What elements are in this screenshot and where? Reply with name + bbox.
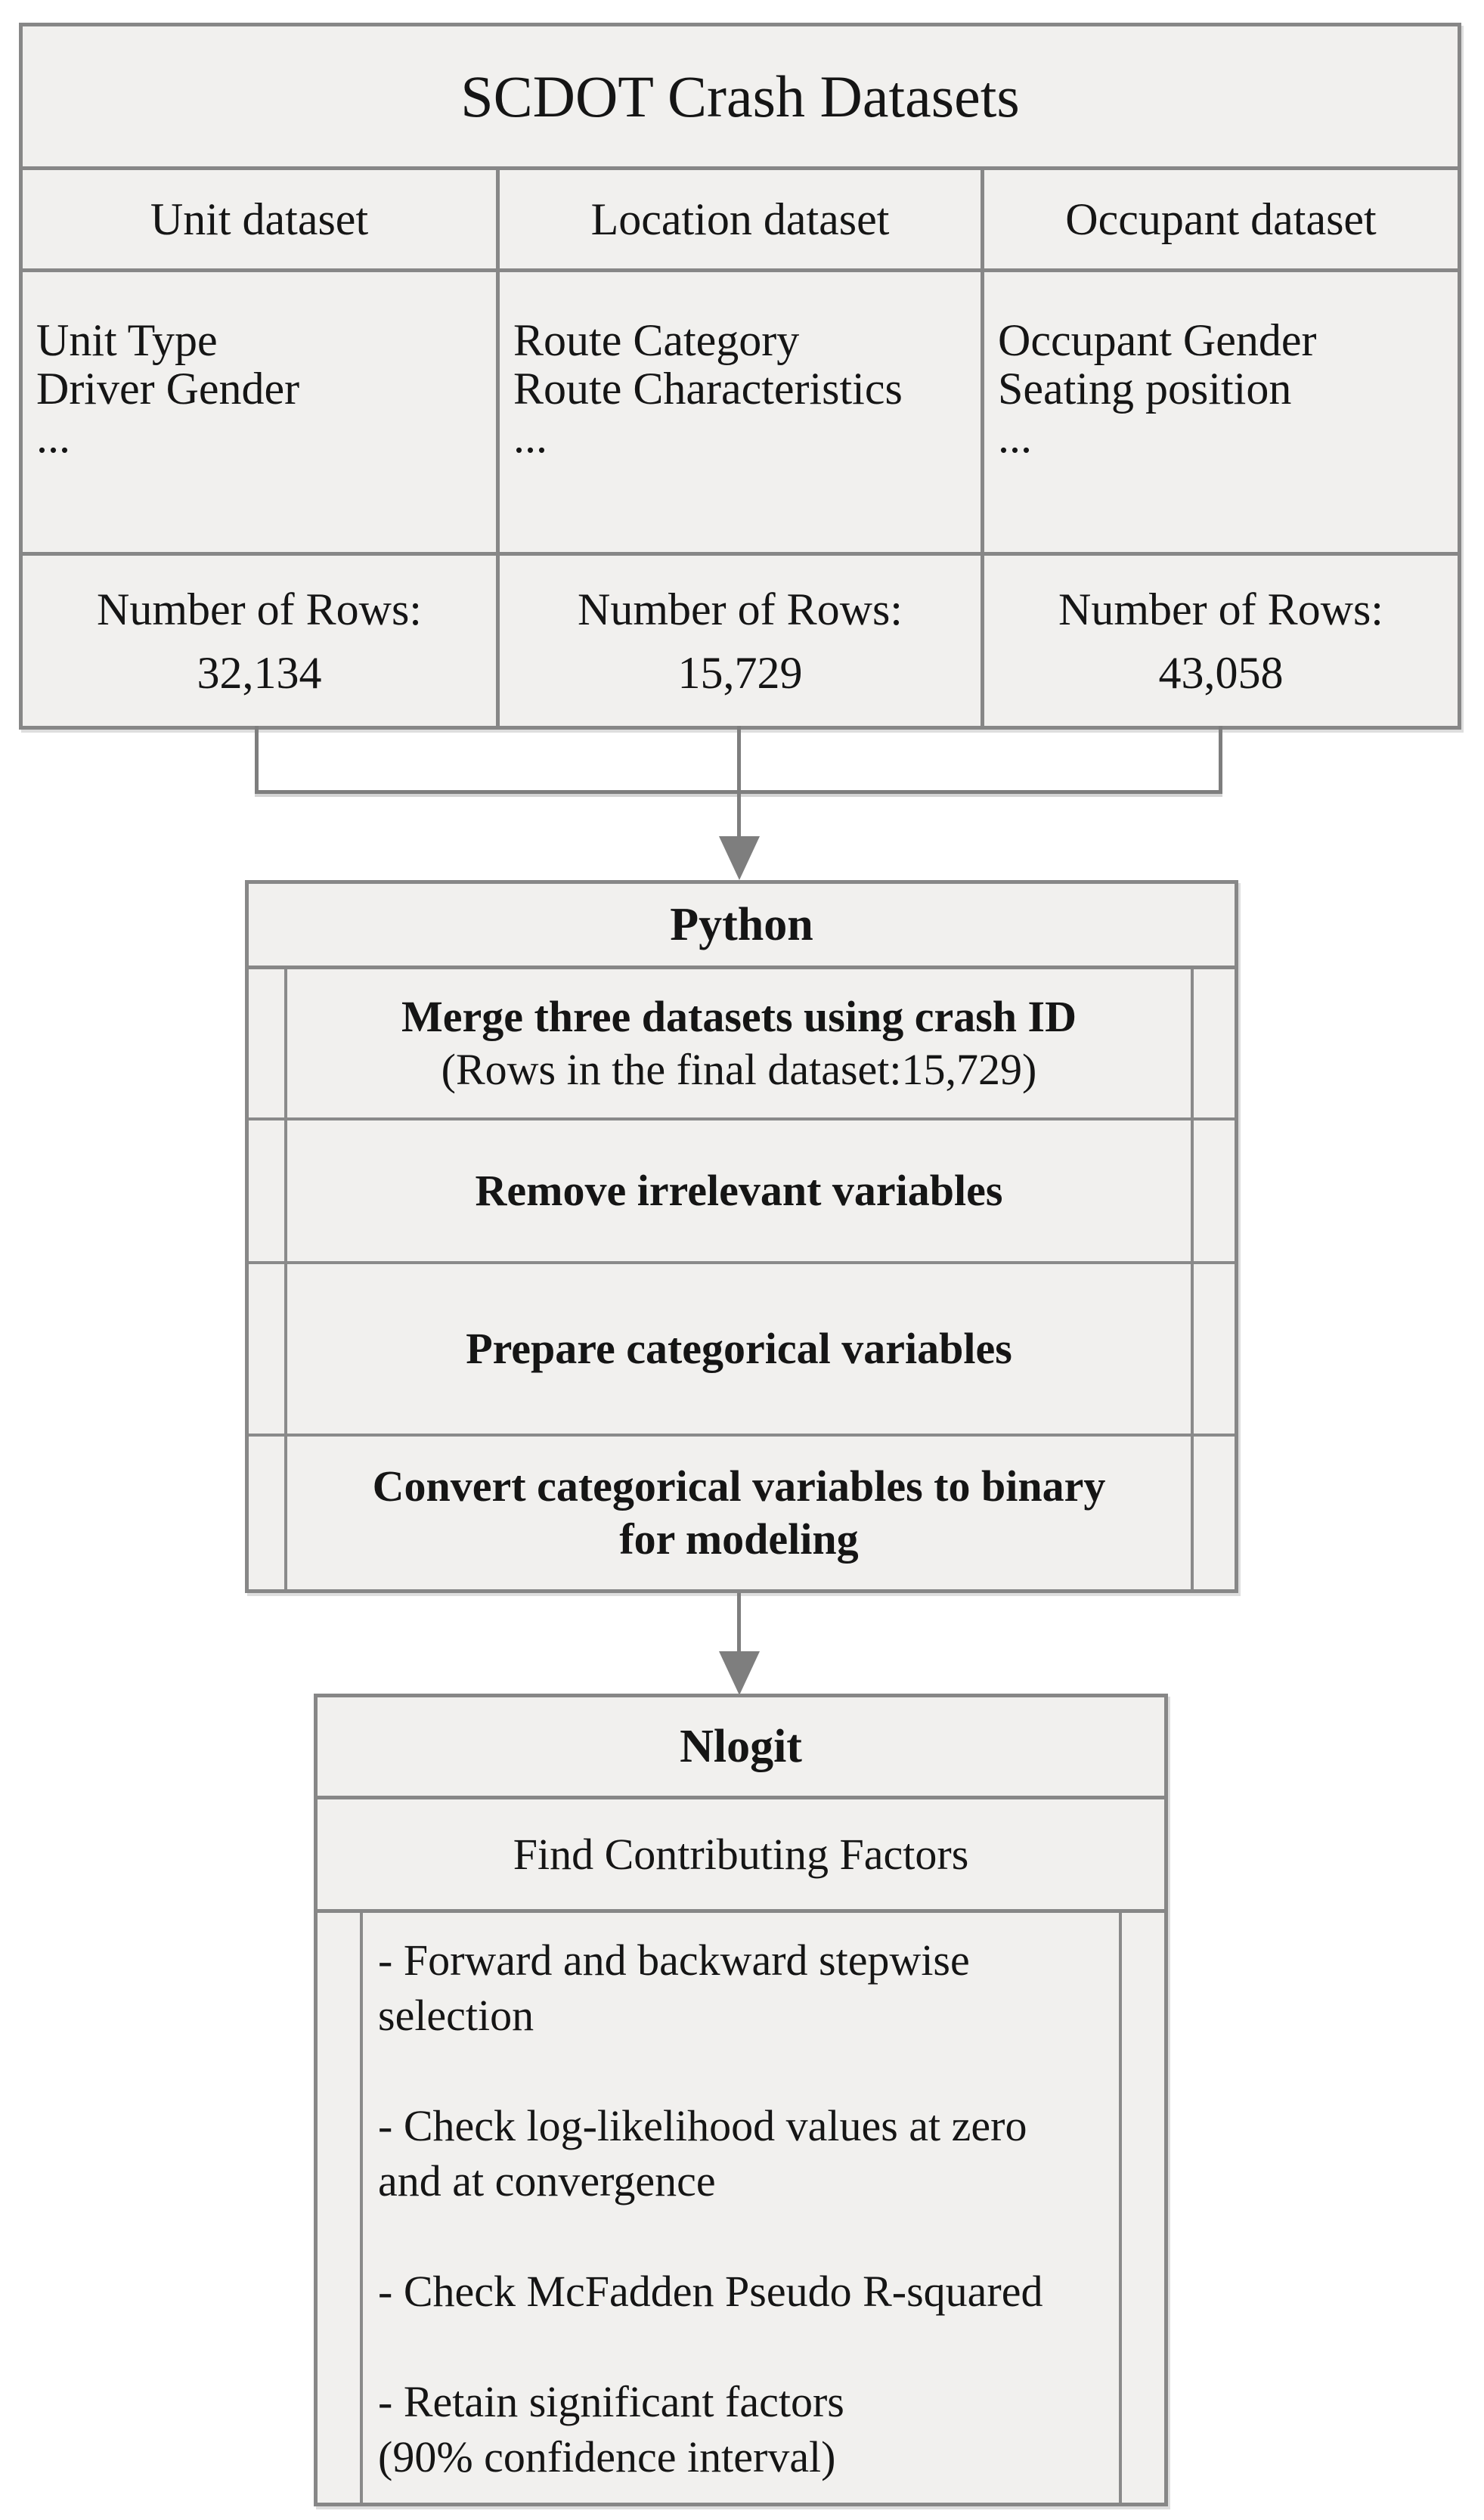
python-box-title: Python <box>249 884 1235 969</box>
occupant-dataset-row-count-cell: Number of Rows: 43,058 <box>984 556 1458 726</box>
location-dataset-attributes: Route Category Route Characteristics ... <box>513 315 903 462</box>
python-step2-right-gutter <box>1191 1121 1235 1264</box>
column-header-location-dataset: Location dataset <box>500 170 984 272</box>
unit-dataset-attributes-cell: Unit Type Driver Gender ... <box>23 272 500 556</box>
python-step4-left-gutter <box>249 1437 287 1589</box>
python-step1-right-gutter <box>1191 969 1235 1121</box>
nlogit-box: Nlogit Find Contributing Factors - Forwa… <box>314 1694 1168 2506</box>
column-header-unit-dataset: Unit dataset <box>23 170 500 272</box>
unit-dataset-row-count-cell: Number of Rows: 32,134 <box>23 556 500 726</box>
connector-line-to-python <box>737 794 741 841</box>
unit-dataset-attributes: Unit Type Driver Gender ... <box>36 315 300 462</box>
python-step1-left-gutter <box>249 969 287 1121</box>
location-dataset-attributes-cell: Route Category Route Characteristics ... <box>500 272 984 556</box>
python-step-remove: Remove irrelevant variables <box>287 1121 1191 1264</box>
occupant-dataset-attributes-cell: Occupant Gender Seating position ... <box>984 272 1458 556</box>
nlogit-item-mcfadden: - Check McFadden Pseudo R-squared <box>378 2267 1043 2316</box>
nlogit-item-retain-factors: - Retain significant factors (90% confid… <box>378 2377 844 2481</box>
nlogit-box-subtitle: Find Contributing Factors <box>318 1799 1164 1913</box>
python-step-merge-note: (Rows in the final dataset:15,729) <box>441 1045 1037 1094</box>
python-step-remove-text: Remove irrelevant variables <box>475 1166 1003 1215</box>
location-dataset-row-count-cell: Number of Rows: 15,729 <box>500 556 984 726</box>
datasets-table-title: SCDOT Crash Datasets <box>23 26 1458 170</box>
python-step-convert-text: Convert categorical variables to binary … <box>372 1461 1106 1564</box>
arrowhead-to-python-icon <box>719 836 760 880</box>
python-box: Python Merge three datasets using crash … <box>245 880 1238 1593</box>
bracket-stub-left <box>255 726 259 794</box>
connector-line-to-nlogit <box>737 1593 741 1655</box>
python-step-prepare: Prepare categorical variables <box>287 1264 1191 1437</box>
occupant-dataset-attributes: Occupant Gender Seating position ... <box>998 315 1317 462</box>
row-count-label: Number of Rows: <box>97 584 422 634</box>
datasets-table: SCDOT Crash Datasets Unit dataset Locati… <box>19 23 1461 730</box>
nlogit-content-left-gutter <box>318 1913 363 2503</box>
python-step3-right-gutter <box>1191 1264 1235 1437</box>
python-step-merge-text: Merge three datasets using crash ID <box>401 992 1077 1041</box>
python-step3-left-gutter <box>249 1264 287 1437</box>
python-step4-right-gutter <box>1191 1437 1235 1589</box>
python-step-convert: Convert categorical variables to binary … <box>287 1437 1191 1589</box>
nlogit-item-log-likelihood: - Check log-likelihood values at zero an… <box>378 2101 1027 2205</box>
nlogit-content: - Forward and backward stepwise selectio… <box>363 1913 1119 2503</box>
row-count-value: 15,729 <box>677 647 803 698</box>
python-step2-left-gutter <box>249 1121 287 1264</box>
nlogit-box-title: Nlogit <box>318 1697 1164 1799</box>
python-step-merge: Merge three datasets using crash ID (Row… <box>287 969 1191 1121</box>
column-header-occupant-dataset: Occupant dataset <box>984 170 1458 272</box>
arrowhead-to-nlogit-icon <box>719 1651 760 1695</box>
bracket-stub-right <box>1219 726 1222 794</box>
row-count-value: 32,134 <box>197 647 322 698</box>
nlogit-content-right-gutter <box>1119 1913 1164 2503</box>
nlogit-item-stepwise-selection: - Forward and backward stepwise selectio… <box>378 1936 970 2040</box>
row-count-label: Number of Rows: <box>578 584 903 634</box>
bracket-stub-center <box>737 726 741 794</box>
python-step-prepare-text: Prepare categorical variables <box>466 1324 1012 1373</box>
bracket-horizontal-line <box>255 790 1222 794</box>
row-count-value: 43,058 <box>1158 647 1284 698</box>
row-count-label: Number of Rows: <box>1058 584 1383 634</box>
